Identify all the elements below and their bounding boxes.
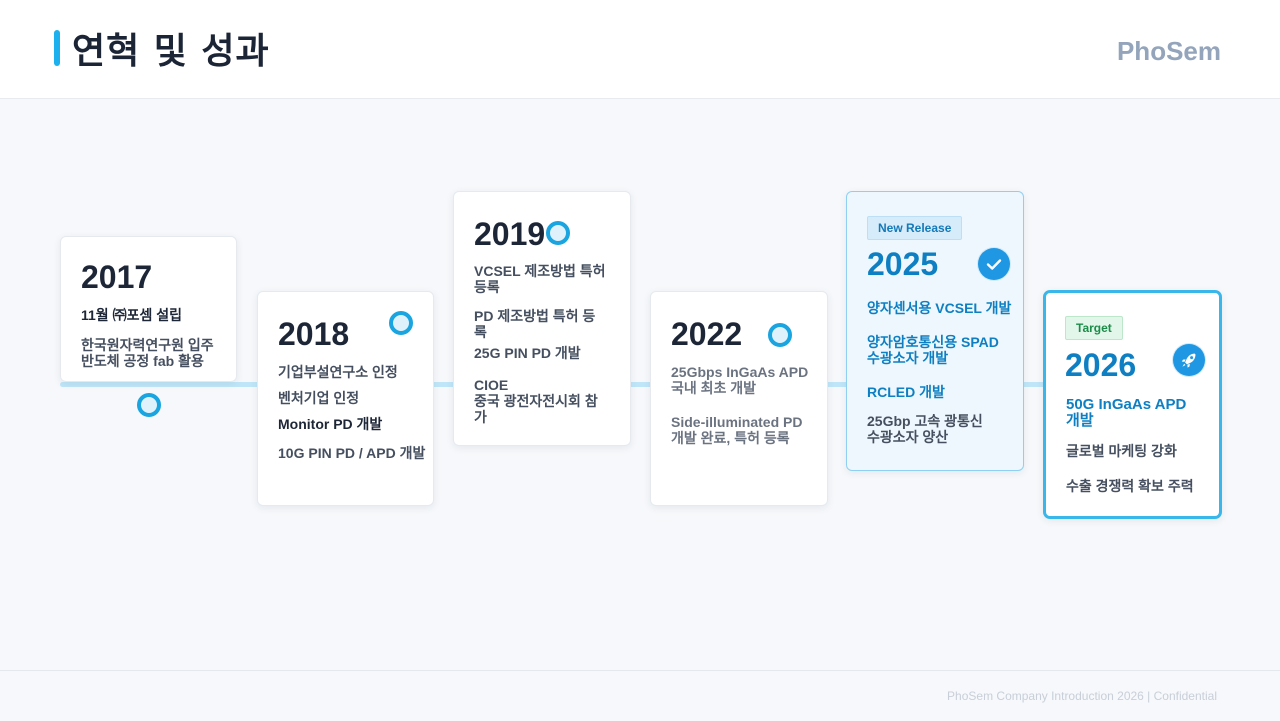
timeline-card-2017: 2017 11월 ㈜포셈 설립 한국원자력연구원 입주 반도체 공정 fab 활… [60, 236, 237, 382]
timeline-item: CIOE 중국 광전자전시회 참 가 [474, 377, 598, 425]
new-release-badge: New Release [867, 216, 963, 240]
timeline-item: RCLED 개발 [867, 384, 945, 400]
timeline-line [60, 382, 1220, 387]
timeline-item: 수출 경쟁력 확보 주력 [1066, 478, 1194, 494]
timeline-card-2025: New Release 2025 양자센서용 VCSEL 개발 양자암호통신용 … [846, 191, 1024, 471]
timeline-item: Monitor PD 개발 [278, 416, 383, 432]
target-badge: Target [1065, 316, 1123, 340]
footer: PhoSem Company Introduction 2026 | Confi… [0, 670, 1280, 721]
timeline-item: PD 제조방법 특허 등 록 [474, 308, 596, 340]
check-circle-icon [978, 248, 1010, 280]
year-label: 2025 [867, 246, 939, 282]
header: 연혁 및 성과 PhoSem [0, 0, 1280, 99]
timeline-item: 25G PIN PD 개발 [474, 345, 581, 361]
timeline-item: 50G InGaAs APD 개발 [1066, 396, 1187, 429]
timeline-item: 25Gbps InGaAs APD 국내 최초 개발 [671, 364, 809, 396]
timeline-item: 벤처기업 인정 [278, 390, 360, 406]
timeline-item: Side-illuminated PD 개발 완료, 특허 등록 [671, 414, 803, 446]
timeline-marker-2022 [768, 323, 792, 347]
page-title: 연혁 및 성과 [72, 31, 270, 72]
timeline-card-2019: 2019 VCSEL 제조방법 특허 등록 PD 제조방법 특허 등 록 25G… [453, 191, 631, 446]
timeline-item: 11월 ㈜포셈 설립 [81, 307, 182, 323]
timeline-item: 한국원자력연구원 입주 반도체 공정 fab 활용 [81, 337, 214, 369]
timeline-item: VCSEL 제조방법 특허 등록 [474, 263, 606, 295]
timeline-card-2018: 2018 기업부설연구소 인정 벤처기업 인정 Monitor PD 개발 10… [257, 291, 434, 506]
footer-text: PhoSem Company Introduction 2026 | Confi… [947, 689, 1217, 703]
timeline-item: 양자암호통신용 SPAD 수광소자 개발 [867, 334, 999, 366]
year-label: 2017 [81, 259, 153, 295]
rocket-icon [1173, 344, 1205, 376]
timeline-item: 양자센서용 VCSEL 개발 [867, 300, 1012, 316]
timeline-item: 25Gbp 고속 광통신 수광소자 양산 [867, 413, 983, 445]
timeline-marker-2017 [137, 393, 161, 417]
title-accent-bar [54, 30, 60, 66]
year-label: 2022 [671, 316, 743, 352]
year-label: 2018 [278, 316, 350, 352]
year-label: 2019 [474, 216, 546, 252]
year-label: 2026 [1065, 347, 1137, 383]
timeline-item: 글로벌 마케팅 강화 [1066, 443, 1177, 459]
brand-logo: PhoSem [1116, 36, 1221, 66]
timeline-marker-2019 [546, 221, 570, 245]
timeline-card-2022: 2022 25Gbps InGaAs APD 국내 최초 개발 Side-ill… [650, 291, 828, 506]
timeline-card-2026: Target 2026 50G InGaAs APD 개발 글로벌 마케팅 강화… [1043, 290, 1222, 519]
timeline-marker-2018 [389, 311, 413, 335]
timeline-item: 10G PIN PD / APD 개발 [278, 445, 426, 461]
timeline-item: 기업부설연구소 인정 [278, 364, 398, 380]
